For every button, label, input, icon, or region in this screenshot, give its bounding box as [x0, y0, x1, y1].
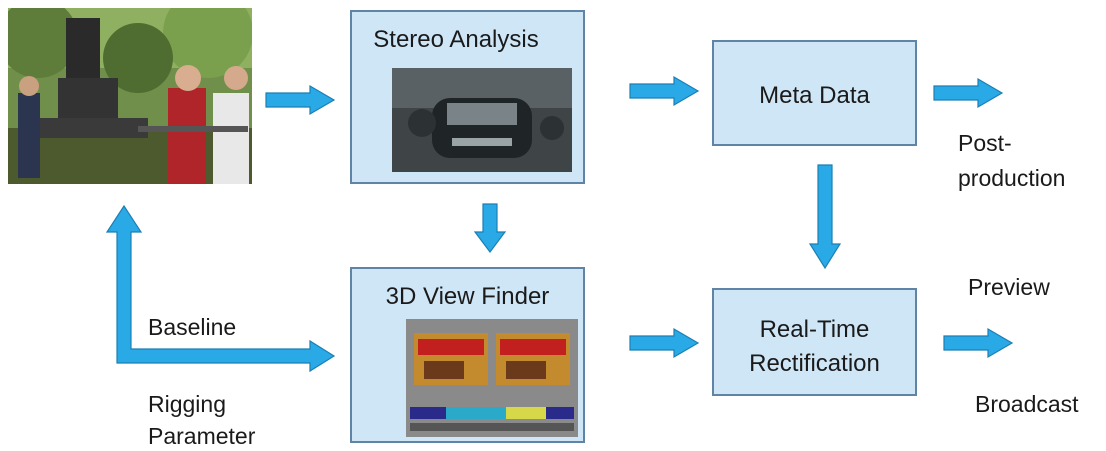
stereo-analysis-title: Stereo Analysis	[373, 26, 539, 53]
view-finder-thumbnail	[406, 319, 578, 437]
post-production-label-line1: Post-	[958, 130, 1012, 156]
rigging-parameter-label-line1: Rigging	[148, 391, 226, 417]
post-production-label-line2: production	[958, 165, 1066, 191]
arrow-stereo-to-viewfinder	[473, 203, 507, 253]
rectification-box: Real-Time Rectification	[712, 288, 917, 396]
arrow-rig-feedback	[105, 204, 336, 373]
stereo-analysis-box: Stereo Analysis	[350, 10, 585, 184]
meta-data-box: Meta Data	[712, 40, 917, 146]
view-finder-title: 3D View Finder	[385, 283, 550, 310]
arrow-rectification-to-output	[943, 327, 1014, 359]
arrow-photo-to-stereo	[265, 84, 336, 116]
view-finder-box: 3D View Finder	[350, 267, 585, 443]
preview-label: Preview	[968, 274, 1050, 300]
rigging-parameter-label-line2: Parameter	[148, 423, 256, 449]
arrow-metadata-to-rectification	[808, 164, 842, 270]
camera-rig-photo	[8, 8, 252, 184]
arrow-viewfinder-to-rectification	[629, 327, 700, 359]
baseline-label: Baseline	[148, 314, 237, 340]
meta-data-title: Meta Data	[759, 82, 870, 109]
stereo-analysis-thumbnail	[392, 68, 572, 172]
rectification-title-line2: Rectification	[749, 350, 880, 377]
arrow-stereo-to-metadata	[629, 75, 700, 107]
rectification-title-line1: Real-Time	[759, 316, 870, 343]
arrow-metadata-to-postproduction	[933, 77, 1004, 109]
broadcast-label: Broadcast	[975, 391, 1079, 417]
